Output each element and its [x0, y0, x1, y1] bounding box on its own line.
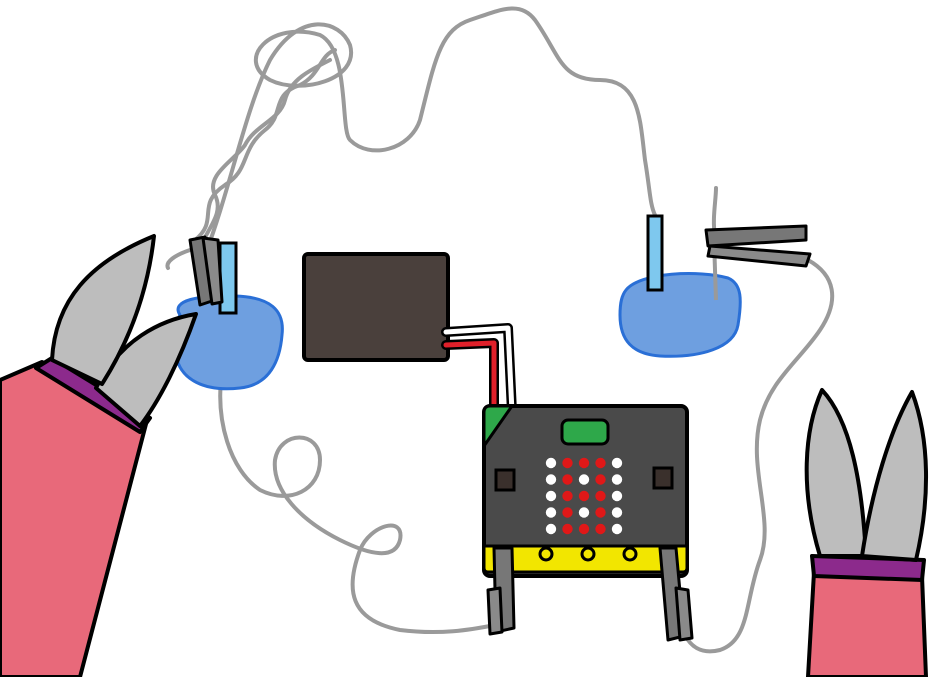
twisted-wire-a [200, 60, 330, 250]
led-on [562, 458, 572, 468]
led-on [595, 524, 605, 534]
led-on [562, 491, 572, 501]
led-on [595, 474, 605, 484]
button-b [654, 468, 672, 488]
led-off [612, 507, 622, 517]
led-off [546, 507, 556, 517]
led-off [546, 524, 556, 534]
led-on [562, 524, 572, 534]
right-blade-right [862, 392, 926, 560]
right-probe [648, 216, 662, 290]
led-off [612, 474, 622, 484]
led-off [612, 458, 622, 468]
right-clip-wire [714, 188, 716, 235]
led-on [562, 474, 572, 484]
battery-pack [304, 254, 448, 360]
coiled-wire [220, 372, 495, 632]
led-on [562, 507, 572, 517]
pin-1 [582, 548, 594, 560]
led-off [579, 507, 589, 517]
led-off [612, 491, 622, 501]
left-alligator-clip [190, 237, 222, 305]
led-off [579, 474, 589, 484]
right-alligator-clip [706, 226, 810, 266]
right-hand-cutters [807, 390, 926, 677]
led-off [612, 524, 622, 534]
led-on [595, 491, 605, 501]
left-hand-cutters [0, 236, 196, 677]
right-blade-left [807, 390, 866, 556]
pin-0 [540, 548, 552, 560]
pin-2 [624, 548, 636, 560]
right-water-blob [620, 274, 740, 357]
led-on [579, 524, 589, 534]
right-sleeve [808, 572, 926, 677]
top-wire [205, 8, 655, 255]
microbit-board [484, 406, 687, 576]
led-off [546, 491, 556, 501]
battery-box [304, 254, 448, 360]
led-off [546, 458, 556, 468]
led-on [579, 491, 589, 501]
battery-cable [446, 328, 512, 412]
led-on [595, 458, 605, 468]
button-a [496, 470, 514, 490]
led-on [595, 507, 605, 517]
microbit-top-logo [562, 420, 608, 444]
led-off [546, 474, 556, 484]
led-on [579, 458, 589, 468]
loose-wire-end [167, 250, 190, 268]
